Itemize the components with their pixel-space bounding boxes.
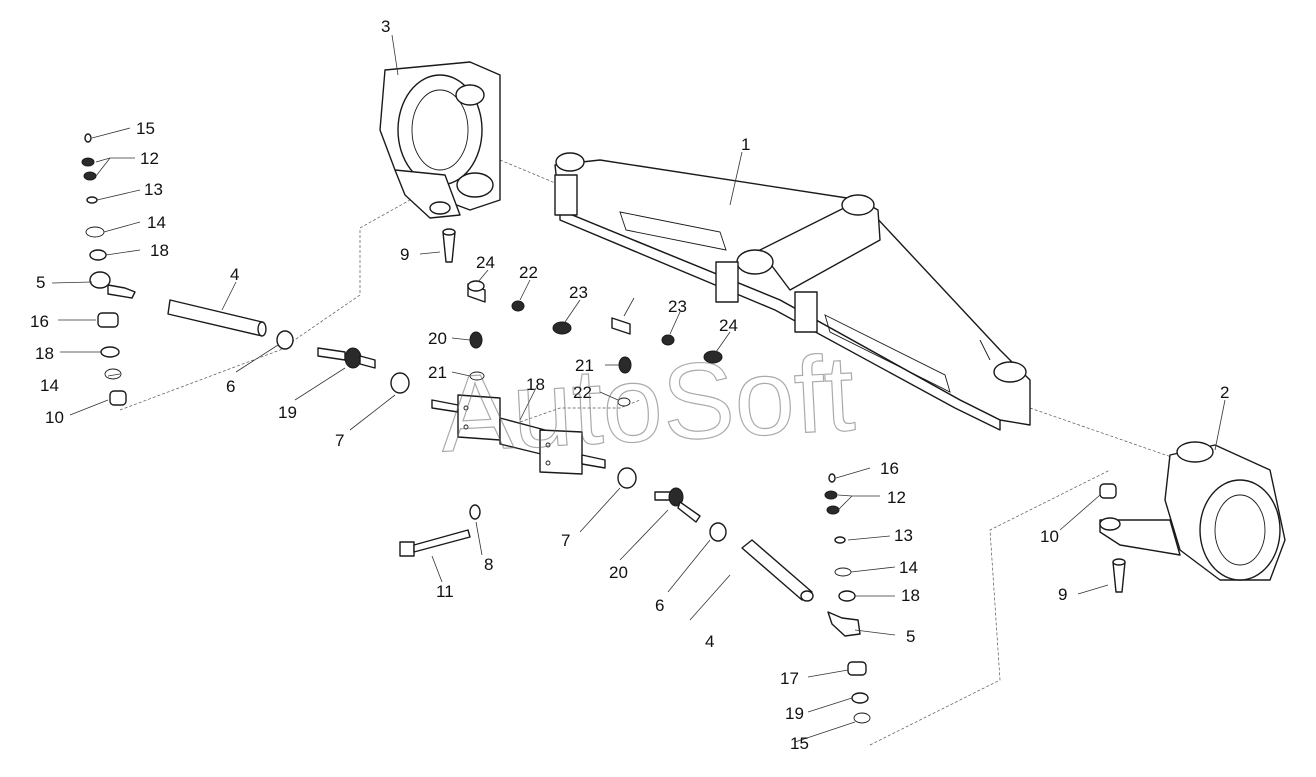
callout-2: 2 <box>1220 383 1229 402</box>
hydraulic-fittings-left <box>467 280 572 381</box>
nut-7-right <box>617 467 637 489</box>
callout-5-left: 5 <box>36 273 45 292</box>
callout-21-right: 22 <box>573 383 592 402</box>
callout-19-right: 20 <box>609 563 628 582</box>
tie-rod-end-19-left <box>317 347 376 369</box>
steering-knuckle-left <box>379 61 501 219</box>
callout-3: 3 <box>381 17 390 36</box>
callout-8: 8 <box>484 555 493 574</box>
callout-12-left: 12 <box>140 149 159 168</box>
autosoft-watermark: AutoSoft <box>437 332 857 475</box>
callout-numbers: 1 2 3 4 4 5 5 6 6 7 7 8 9 9 10 10 11 12 … <box>30 17 1229 753</box>
callout-18-right: 18 <box>901 586 920 605</box>
kingpin-9-right <box>1112 558 1126 593</box>
callout-21-left: 21 <box>428 363 447 382</box>
steering-knuckle-right <box>1099 441 1286 581</box>
nut-6-right <box>709 522 727 542</box>
tie-rod-left <box>167 299 267 337</box>
right-ball-joint-stack <box>824 473 871 724</box>
callout-7-left: 7 <box>335 431 344 450</box>
bolt-11 <box>399 529 471 557</box>
callout-6-right: 6 <box>655 596 664 615</box>
callout-24-left: 24 <box>476 253 495 272</box>
callout-17: 18 <box>526 375 545 394</box>
callout-10-right: 10 <box>1040 527 1059 546</box>
steering-cylinder <box>431 394 606 475</box>
callout-16-right: 17 <box>780 669 799 688</box>
axle-beam <box>554 152 1031 431</box>
washer-8 <box>469 504 481 520</box>
callout-5-right: 5 <box>906 627 915 646</box>
callout-14-right-bottom: 15 <box>790 734 809 753</box>
callout-9-right: 9 <box>1058 585 1067 604</box>
callout-6-left: 6 <box>226 377 235 396</box>
hydraulic-fittings-right <box>611 317 723 407</box>
callout-13-left: 13 <box>144 180 163 199</box>
kingpin-9-left <box>442 228 456 263</box>
callout-4-right: 4 <box>705 632 714 651</box>
callout-1: 1 <box>741 135 750 154</box>
callout-20-left: 20 <box>428 329 447 348</box>
callout-23-left: 23 <box>569 283 588 302</box>
callout-22-left: 22 <box>519 263 538 282</box>
callout-18-right-bottom: 19 <box>785 704 804 723</box>
nut-10-right <box>1099 483 1117 499</box>
callout-22-right: 23 <box>668 297 687 316</box>
callout-19-left: 19 <box>278 403 297 422</box>
assembly-guide-lines <box>119 159 1181 746</box>
callout-9-left: 9 <box>400 245 409 264</box>
nut-6-left <box>276 330 294 350</box>
callout-7-right: 7 <box>561 531 570 550</box>
callout-18-left-bottom: 18 <box>35 344 54 363</box>
callout-13-right: 13 <box>894 526 913 545</box>
nut-7-left <box>390 372 410 394</box>
callout-12-right: 12 <box>887 488 906 507</box>
tie-rod-end-19-right <box>654 487 701 523</box>
callout-16-left: 16 <box>30 312 49 331</box>
left-ball-joint-stack <box>81 133 136 406</box>
leader-lines <box>51 34 1226 743</box>
callout-10-left: 10 <box>45 408 64 427</box>
callout-14-left-top: 14 <box>147 213 166 232</box>
callout-11: 11 <box>436 582 454 601</box>
callout-15-right: 16 <box>880 459 899 478</box>
callout-14-left-bottom: 14 <box>40 376 59 395</box>
tie-rod-right <box>741 539 814 602</box>
callout-18-left-top: 18 <box>150 241 169 260</box>
callout-15-left: 15 <box>136 119 155 138</box>
callout-23-right: 24 <box>719 316 738 335</box>
callout-4-left: 4 <box>230 265 239 284</box>
callout-20-right: 21 <box>575 356 594 375</box>
callout-14-right: 14 <box>899 558 918 577</box>
